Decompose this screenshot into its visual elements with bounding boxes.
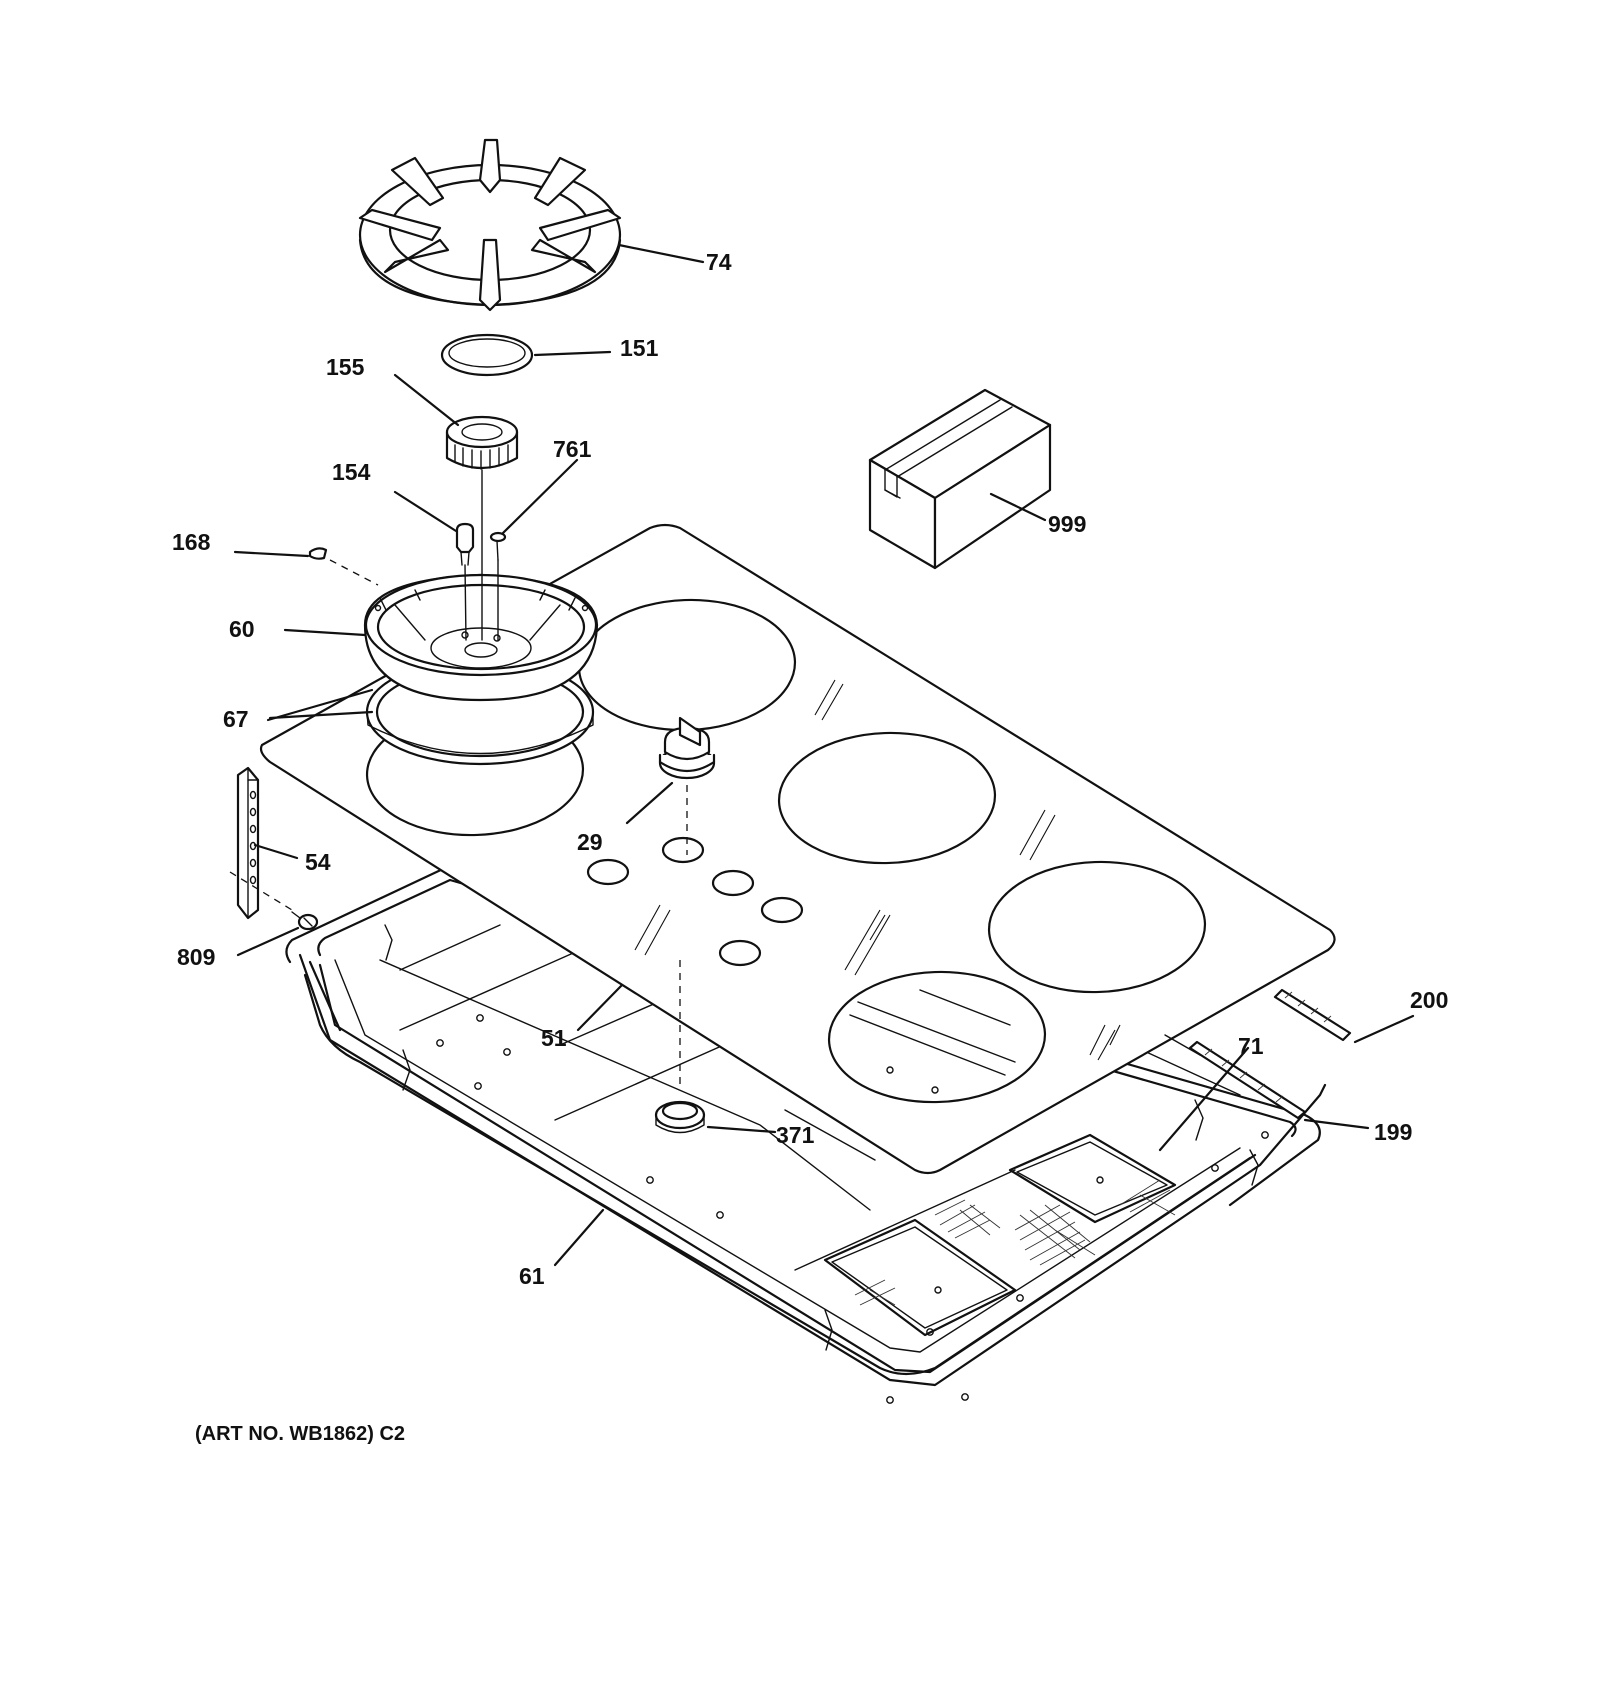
control-knob	[658, 716, 716, 855]
callout-999: 999	[1048, 511, 1086, 537]
callout-74: 74	[706, 249, 732, 275]
callout-67: 67	[223, 706, 249, 732]
screw	[291, 911, 319, 931]
glass-glare	[634, 679, 1121, 1061]
element-box	[823, 1133, 1177, 1337]
callout-154: 154	[332, 459, 371, 485]
electrode	[455, 522, 475, 641]
art-number-caption: (ART NO. WB1862) C2	[195, 1423, 405, 1445]
callout-51: 51	[541, 1025, 567, 1051]
callout-151: 151	[620, 335, 659, 361]
burner-cap	[440, 333, 534, 377]
callout-29: 29	[577, 829, 603, 855]
burner-bowl	[363, 573, 599, 702]
clip	[308, 547, 379, 586]
callout-71: 71	[1238, 1033, 1264, 1059]
callout-60: 60	[229, 616, 255, 642]
callout-371: 371	[776, 1122, 815, 1148]
screw	[489, 531, 507, 641]
box-hatching	[854, 1179, 1176, 1306]
mounting-bracket	[229, 766, 293, 920]
burner-head	[445, 415, 519, 641]
callout-809: 809	[177, 944, 215, 970]
strip	[1273, 988, 1352, 1042]
leader-lines	[233, 243, 1415, 1267]
parts-box	[868, 388, 1052, 570]
callout-200: 200	[1410, 987, 1448, 1013]
strip	[1164, 1034, 1307, 1120]
knob-holes	[586, 836, 804, 967]
callout-199: 199	[1374, 1119, 1412, 1145]
callout-761: 761	[553, 436, 592, 462]
burner-grate	[358, 138, 622, 312]
callout-61: 61	[519, 1263, 545, 1289]
callout-155: 155	[326, 354, 365, 380]
callout-168: 168	[172, 529, 211, 555]
grommet	[654, 960, 706, 1134]
callout-54: 54	[305, 849, 331, 875]
